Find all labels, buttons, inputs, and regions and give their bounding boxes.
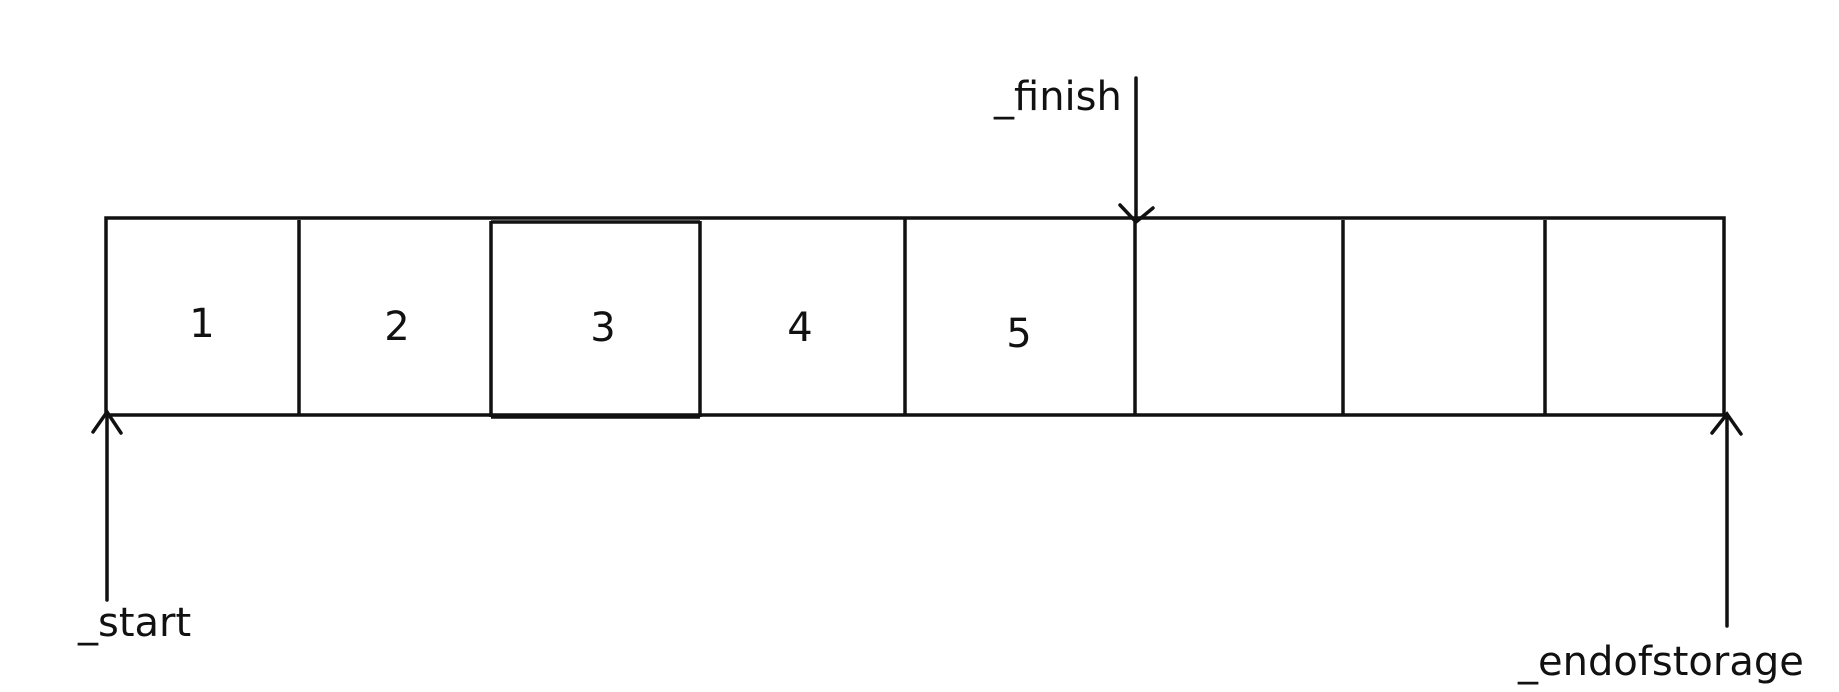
cell-3-value: 3: [590, 305, 615, 351]
start-pointer: [91, 408, 123, 602]
cell-dividers: [297, 218, 1547, 417]
endofstorage-label: _endofstorage: [1517, 639, 1804, 685]
finish-label: _finish: [993, 74, 1122, 120]
cell-4-value: 4: [787, 305, 812, 351]
finish-pointer: [1118, 76, 1155, 225]
endofstorage-pointer: [1710, 411, 1743, 628]
cell-5-value: 5: [1006, 311, 1031, 357]
start-label: _start: [77, 600, 191, 646]
start-arrow-head: [91, 408, 123, 435]
cell-2-value: 2: [384, 304, 409, 350]
endofstorage-arrow-head: [1710, 411, 1743, 436]
finish-arrow-head: [1118, 203, 1155, 225]
storage-outline: [104, 216, 1726, 417]
cell-1-value: 1: [189, 301, 214, 347]
